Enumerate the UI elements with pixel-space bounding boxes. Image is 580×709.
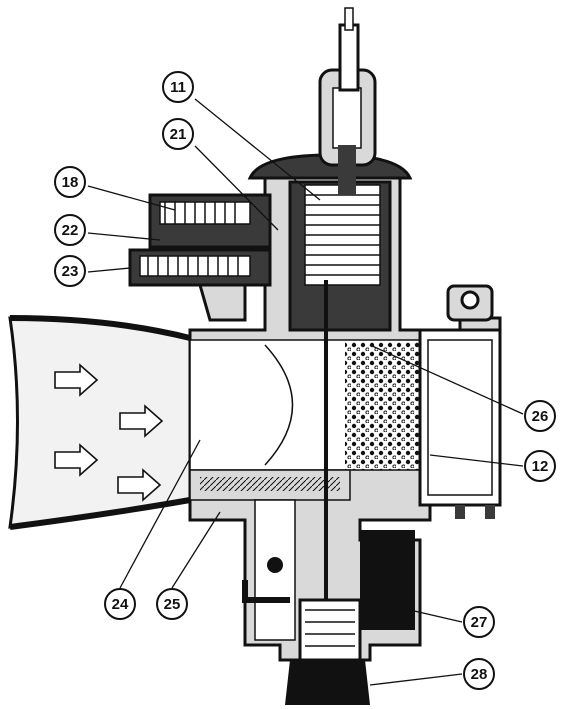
- float-pivot: [267, 557, 283, 573]
- leader-25: [171, 511, 221, 589]
- intake-bell-mouth: [8, 315, 192, 530]
- callout-25: 25: [156, 588, 188, 620]
- leader-18: [87, 185, 176, 211]
- filter-foot: [455, 505, 465, 519]
- leader-27: [409, 609, 463, 623]
- leader-28: [369, 673, 463, 686]
- callout-label: 21: [170, 126, 187, 143]
- callout-22: 22: [54, 214, 86, 246]
- callout-label: 18: [62, 174, 79, 191]
- callout-12: 12: [524, 450, 556, 482]
- callout-11: 11: [162, 71, 194, 103]
- callout-label: 26: [532, 408, 549, 425]
- airflow-arrows: [54, 363, 164, 502]
- callout-label: 23: [62, 263, 79, 280]
- callout-label: 28: [471, 666, 488, 683]
- callout-label: 22: [62, 222, 79, 239]
- venturi-curve: [264, 344, 294, 466]
- leader-24: [119, 439, 201, 589]
- leader-12: [429, 454, 524, 467]
- callout-26: 26: [524, 400, 556, 432]
- float: [360, 530, 415, 630]
- top-cap: [247, 7, 413, 180]
- callout-27: 27: [463, 606, 495, 638]
- throttle-slide: [288, 145, 392, 332]
- callout-label: 25: [164, 596, 181, 613]
- callout-label: 12: [532, 458, 549, 475]
- callout-21: 21: [162, 118, 194, 150]
- leader-lines: [87, 98, 524, 686]
- airflow-arrow: [117, 468, 162, 502]
- callout-label: 24: [112, 596, 129, 613]
- filter-foot: [485, 505, 495, 519]
- lower-fuel-passage: [189, 469, 351, 501]
- callout-24: 24: [104, 588, 136, 620]
- leader-21: [194, 145, 279, 231]
- drain-plug: [285, 598, 370, 705]
- leader-26: [369, 344, 524, 415]
- callout-label: 11: [170, 79, 186, 96]
- airflow-arrow: [54, 443, 99, 477]
- callout-label: 27: [471, 614, 488, 631]
- callout-28: 28: [463, 658, 495, 690]
- leader-11: [194, 98, 321, 201]
- airflow-arrow: [119, 404, 164, 438]
- callout-23: 23: [54, 255, 86, 287]
- callout-18: 18: [54, 166, 86, 198]
- airflow-arrow: [54, 363, 99, 397]
- leader-22: [87, 232, 161, 241]
- idle-adjuster-assembly: [128, 193, 272, 322]
- mounting-lug: [446, 284, 494, 322]
- leader-23: [87, 267, 131, 273]
- float-linkage: [242, 580, 290, 603]
